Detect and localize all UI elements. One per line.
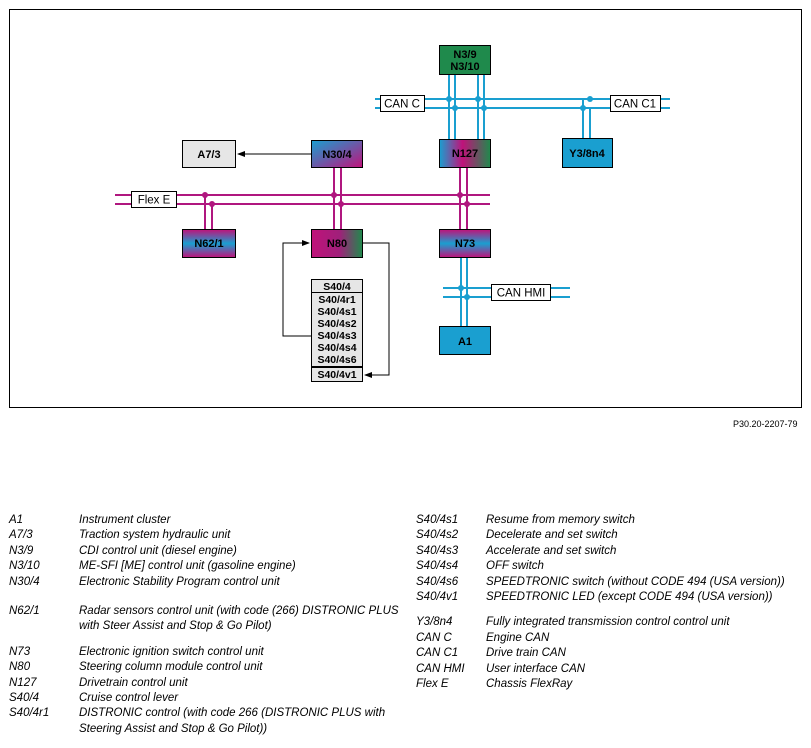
unit-y38n4[interactable]: Y3/8n4 [562, 138, 613, 168]
s404s1-label: S40/4s1 [317, 306, 356, 318]
flex-e-bus [115, 166, 490, 229]
arrow-n80-to-s404v1 [362, 242, 390, 378]
unit-n39[interactable]: N3/9 N3/10 [439, 45, 491, 75]
unit-n39-label2: N3/10 [450, 61, 479, 73]
s404r1-label: S40/4r1 [318, 294, 356, 306]
s404-label: S40/4 [323, 281, 351, 293]
bus-label-can-hmi: CAN HMI [491, 284, 551, 301]
unit-a73[interactable]: A7/3 [182, 140, 236, 168]
unit-n621[interactable]: N62/1 [182, 229, 236, 258]
unit-a1[interactable]: A1 [439, 326, 491, 355]
svg-text:Flex E: Flex E [138, 195, 171, 207]
diagram-frame [9, 9, 802, 408]
svg-text:CAN C1: CAN C1 [614, 99, 656, 111]
unit-n304[interactable]: N30/4 [311, 140, 363, 168]
unit-s404-stack[interactable]: S40/4 S40/4r1 S40/4s1 S40/4s2 S40/4s3 S4… [311, 279, 363, 382]
unit-n73-label: N73 [455, 238, 475, 250]
unit-n80-label: N80 [327, 238, 347, 250]
unit-n73[interactable]: N73 [439, 229, 491, 258]
svg-text:CAN HMI: CAN HMI [497, 288, 546, 300]
network-diagram: N3/9 N3/10 A7/3 N30/4 N127 Y3/8n4 N62/1 … [9, 9, 802, 408]
s404s3-label: S40/4s3 [317, 330, 356, 342]
unit-n39-label1: N3/9 [453, 49, 476, 61]
unit-n304-label: N30/4 [322, 149, 352, 161]
bus-label-flex-e: Flex E [131, 191, 177, 208]
s404s2-label: S40/4s2 [317, 318, 356, 330]
s404v1-label: S40/4v1 [317, 369, 356, 381]
s404s6-label: S40/4s6 [317, 354, 356, 366]
unit-n621-label: N62/1 [194, 238, 223, 250]
arrow-s404-to-n80 [282, 240, 311, 337]
unit-y38n4-label: Y3/8n4 [569, 148, 605, 160]
s404s4-label: S40/4s4 [317, 342, 356, 354]
unit-a73-label: A7/3 [197, 149, 220, 161]
can-hmi-junctions [458, 285, 470, 300]
unit-n127-label: N127 [452, 148, 478, 160]
unit-n127[interactable]: N127 [439, 139, 491, 168]
can-c-junctions [446, 96, 593, 111]
flex-e-junctions [202, 192, 470, 207]
unit-a1-label: A1 [458, 336, 472, 348]
figure-reference-code: P30.20-2207-79 [733, 419, 798, 429]
unit-n80[interactable]: N80 [311, 229, 363, 258]
bus-label-can-c1: CAN C1 [610, 95, 661, 112]
svg-text:CAN C: CAN C [384, 99, 420, 111]
bus-label-can-c: CAN C [380, 95, 425, 112]
